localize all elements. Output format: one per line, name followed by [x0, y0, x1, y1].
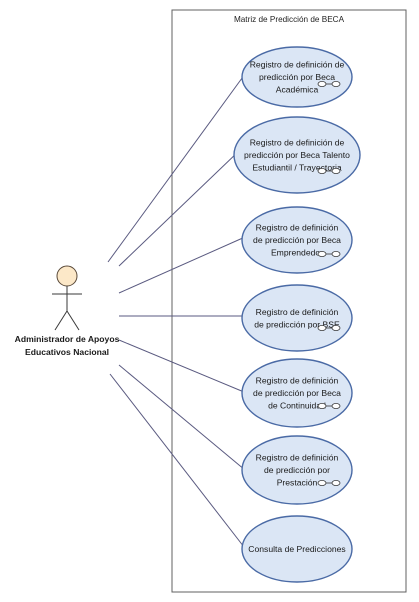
use-case-label-line: Registro de definición de: [250, 60, 345, 70]
use-case[interactable]: Registro de definición de predicción por …: [241, 284, 353, 352]
association-line: [118, 236, 246, 294]
extension-points-icon: [317, 81, 341, 88]
use-case-label-line: Registro de definición: [256, 453, 339, 463]
use-case-label-line: Consulta de Predicciones: [248, 544, 345, 554]
use-case-label-line: Registro de definición: [256, 223, 339, 233]
use-cases: Registro de definición de predicción por …: [233, 46, 361, 583]
use-case[interactable]: Registro de definición de predicción por …: [241, 358, 353, 428]
actor-label-line-2: Educativos Nacional: [25, 347, 109, 357]
system-title: Matriz de Predicción de BECA: [234, 15, 345, 24]
extension-points-icon: [317, 479, 341, 486]
extension-points-icon: [317, 402, 341, 409]
use-case-label-line: predicción por Beca Talento: [244, 150, 350, 160]
use-case-ellipse: [241, 435, 353, 505]
use-case-label-line: de predicción por Beca: [253, 388, 341, 398]
use-case[interactable]: Registro de definición de predicción porP…: [241, 435, 353, 505]
use-case-label-line: Registro de definición: [256, 376, 339, 386]
use-case-label-line: de predicción por: [264, 465, 330, 475]
extension-points-icon: [317, 167, 341, 174]
associations: [107, 73, 246, 548]
extension-points-icon: [317, 250, 341, 257]
use-case-ellipse: [233, 116, 361, 194]
use-case-ellipse: [241, 515, 353, 583]
association-line: [109, 373, 245, 548]
use-case[interactable]: Registro de definición de predicción por …: [241, 46, 353, 108]
use-case-label-line: de predicción por Beca: [253, 235, 341, 245]
association-line: [118, 149, 241, 267]
use-case-label-line: Emprendedor: [271, 248, 323, 258]
use-case-label-line: de Continuidad: [268, 401, 326, 411]
use-case-label-line: Académica: [276, 85, 319, 95]
actor-right-leg: [66, 310, 80, 331]
use-case-label-line: Registro de definición de: [250, 138, 345, 148]
use-case-ellipse: [241, 46, 353, 108]
use-case-label-line: Registro de definición: [256, 307, 339, 317]
use-case-ellipse: [241, 284, 353, 352]
use-case[interactable]: Consulta de Predicciones: [241, 515, 353, 583]
use-case-label-line: de predicción por BSE: [254, 319, 340, 329]
association-line: [118, 364, 246, 471]
use-case-label-line: predicción por Beca: [259, 72, 335, 82]
use-case[interactable]: Registro de definición de predicción por …: [233, 116, 361, 194]
use-case-ellipse: [241, 358, 353, 428]
actor-label-line-1: Administrador de Apoyos: [15, 334, 120, 344]
use-case-label-line: Estudiantil / Trayectoria: [252, 163, 342, 173]
actor[interactable]: Administrador de Apoyos Educativos Nacio…: [15, 265, 120, 357]
extension-points-icon: [317, 324, 341, 331]
association-line: [107, 73, 246, 263]
use-case-label-line: Prestación: [277, 478, 318, 488]
actor-left-leg: [54, 310, 68, 331]
actor-head: [56, 265, 78, 287]
use-case[interactable]: Registro de definición de predicción por …: [241, 206, 353, 274]
association-line: [118, 339, 245, 393]
